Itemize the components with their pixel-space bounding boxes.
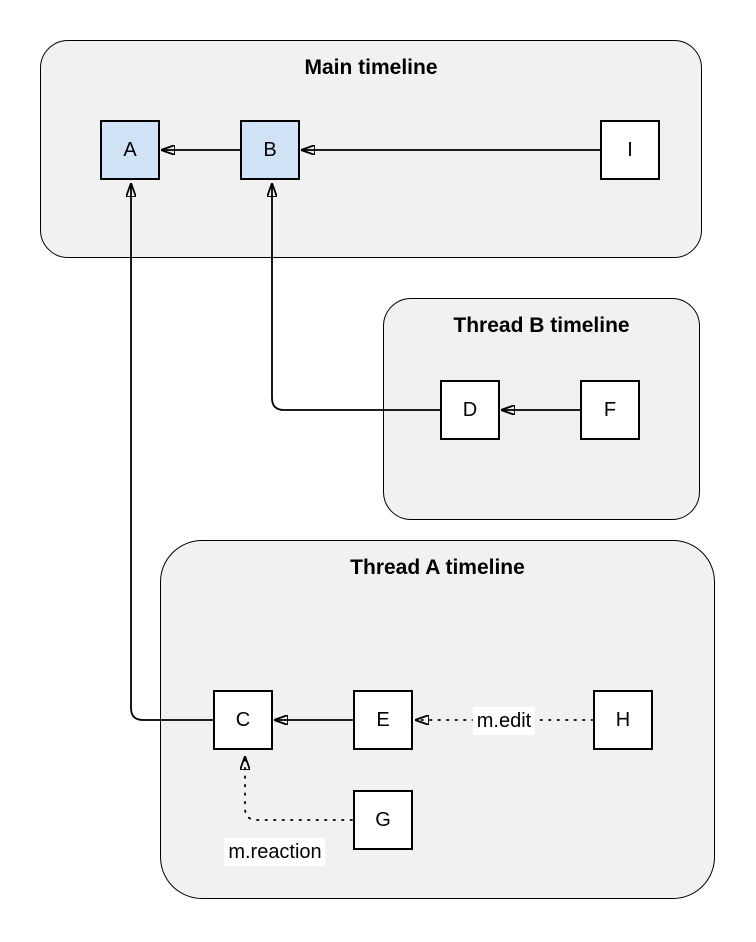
edge-label-m-reaction: m.reaction [224,838,326,866]
node-event-f: F [580,380,640,440]
node-event-d: D [440,380,500,440]
node-event-d-label: D [462,399,478,421]
node-event-c-label: C [235,709,251,731]
node-event-h-label: H [615,709,631,731]
edge-g-to-c-m-reaction [245,757,353,821]
edge-c-to-a [131,184,213,721]
node-event-i-label: I [627,139,633,161]
node-event-f-label: F [603,399,617,421]
edge-d-to-b [272,184,440,411]
node-event-i: I [600,120,660,180]
thread-a-timeline-title: Thread A timeline [350,556,525,579]
node-event-b-label: B [263,139,277,161]
main-timeline-title: Main timeline [304,56,438,79]
node-event-g: G [353,790,413,850]
node-event-a: A [100,120,160,180]
node-event-b: B [240,120,300,180]
node-event-e-label: E [376,709,390,731]
node-event-e: E [353,690,413,750]
container-thread-b-timeline: Thread B timeline [383,298,700,520]
node-event-a-label: A [123,139,137,161]
edge-label-m-edit: m.edit [472,707,536,735]
thread-b-timeline-title: Thread B timeline [453,314,630,337]
node-event-h: H [593,690,653,750]
node-event-g-label: G [375,809,391,831]
node-event-c: C [213,690,273,750]
